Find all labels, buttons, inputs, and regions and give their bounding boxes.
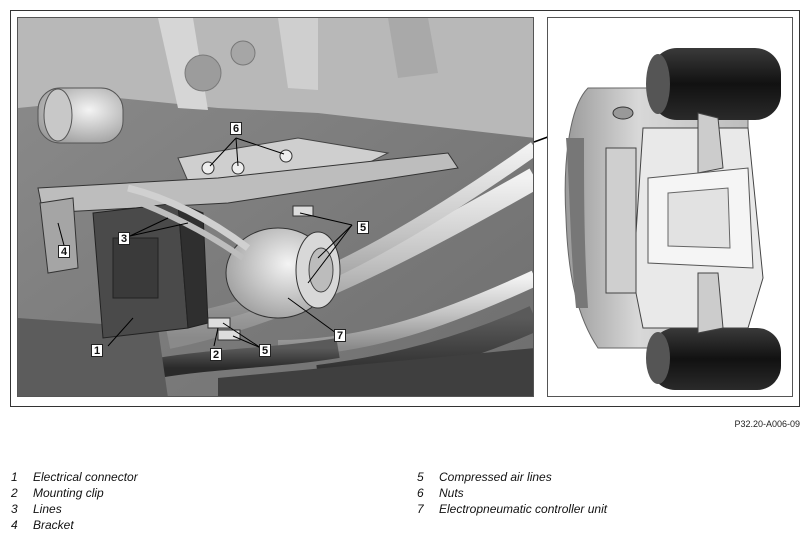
legend-number: 1 bbox=[11, 470, 18, 484]
legend-label: Lines bbox=[33, 502, 62, 516]
detail-illustration bbox=[17, 17, 534, 397]
callout-2: 2 bbox=[210, 348, 223, 361]
legend-item: 3 Lines bbox=[11, 501, 138, 517]
legend-item: 7 Electropneumatic controller unit bbox=[417, 501, 607, 517]
legend-number: 7 bbox=[417, 502, 424, 516]
legend-number: 4 bbox=[11, 518, 18, 532]
callout-3: 3 bbox=[118, 232, 131, 245]
callout-7: 7 bbox=[334, 329, 347, 342]
legend-item: 4 Bracket bbox=[11, 517, 138, 533]
legend-label: Compressed air lines bbox=[439, 470, 552, 484]
legend-label: Electropneumatic controller unit bbox=[439, 502, 608, 516]
legend-item: 1 Electrical connector bbox=[11, 469, 138, 485]
legend-item: 5 Compressed air lines bbox=[417, 469, 607, 485]
figure-reference: P32.20-A006-09 bbox=[734, 419, 800, 429]
callout-5-lower: 5 bbox=[259, 344, 272, 357]
legend-label: Electrical connector bbox=[33, 470, 138, 484]
legend-label: Bracket bbox=[33, 518, 74, 532]
callout-6: 6 bbox=[230, 122, 243, 135]
detail-drawing bbox=[18, 18, 533, 396]
callout-4: 4 bbox=[58, 245, 71, 258]
legend-label: Nuts bbox=[439, 486, 464, 500]
legend-number: 2 bbox=[11, 486, 18, 500]
legend-number: 5 bbox=[417, 470, 424, 484]
legend-number: 6 bbox=[417, 486, 424, 500]
leader-lines bbox=[57, 137, 353, 349]
legend-item: 2 Mounting clip bbox=[11, 485, 138, 501]
callout-5-upper: 5 bbox=[357, 221, 370, 234]
legend-label: Mounting clip bbox=[33, 486, 104, 500]
legend-right: 5 Compressed air lines 6 Nuts 7 Electropneu… bbox=[417, 469, 607, 517]
callout-1: 1 bbox=[91, 344, 104, 357]
overview-illustration bbox=[547, 17, 793, 397]
legend-left: 1 Electrical connector 2 Mounting clip 3 Li… bbox=[11, 469, 138, 533]
vehicle-underside-drawing bbox=[564, 48, 781, 390]
legend-item: 6 Nuts bbox=[417, 485, 607, 501]
legend-number: 3 bbox=[11, 502, 18, 516]
